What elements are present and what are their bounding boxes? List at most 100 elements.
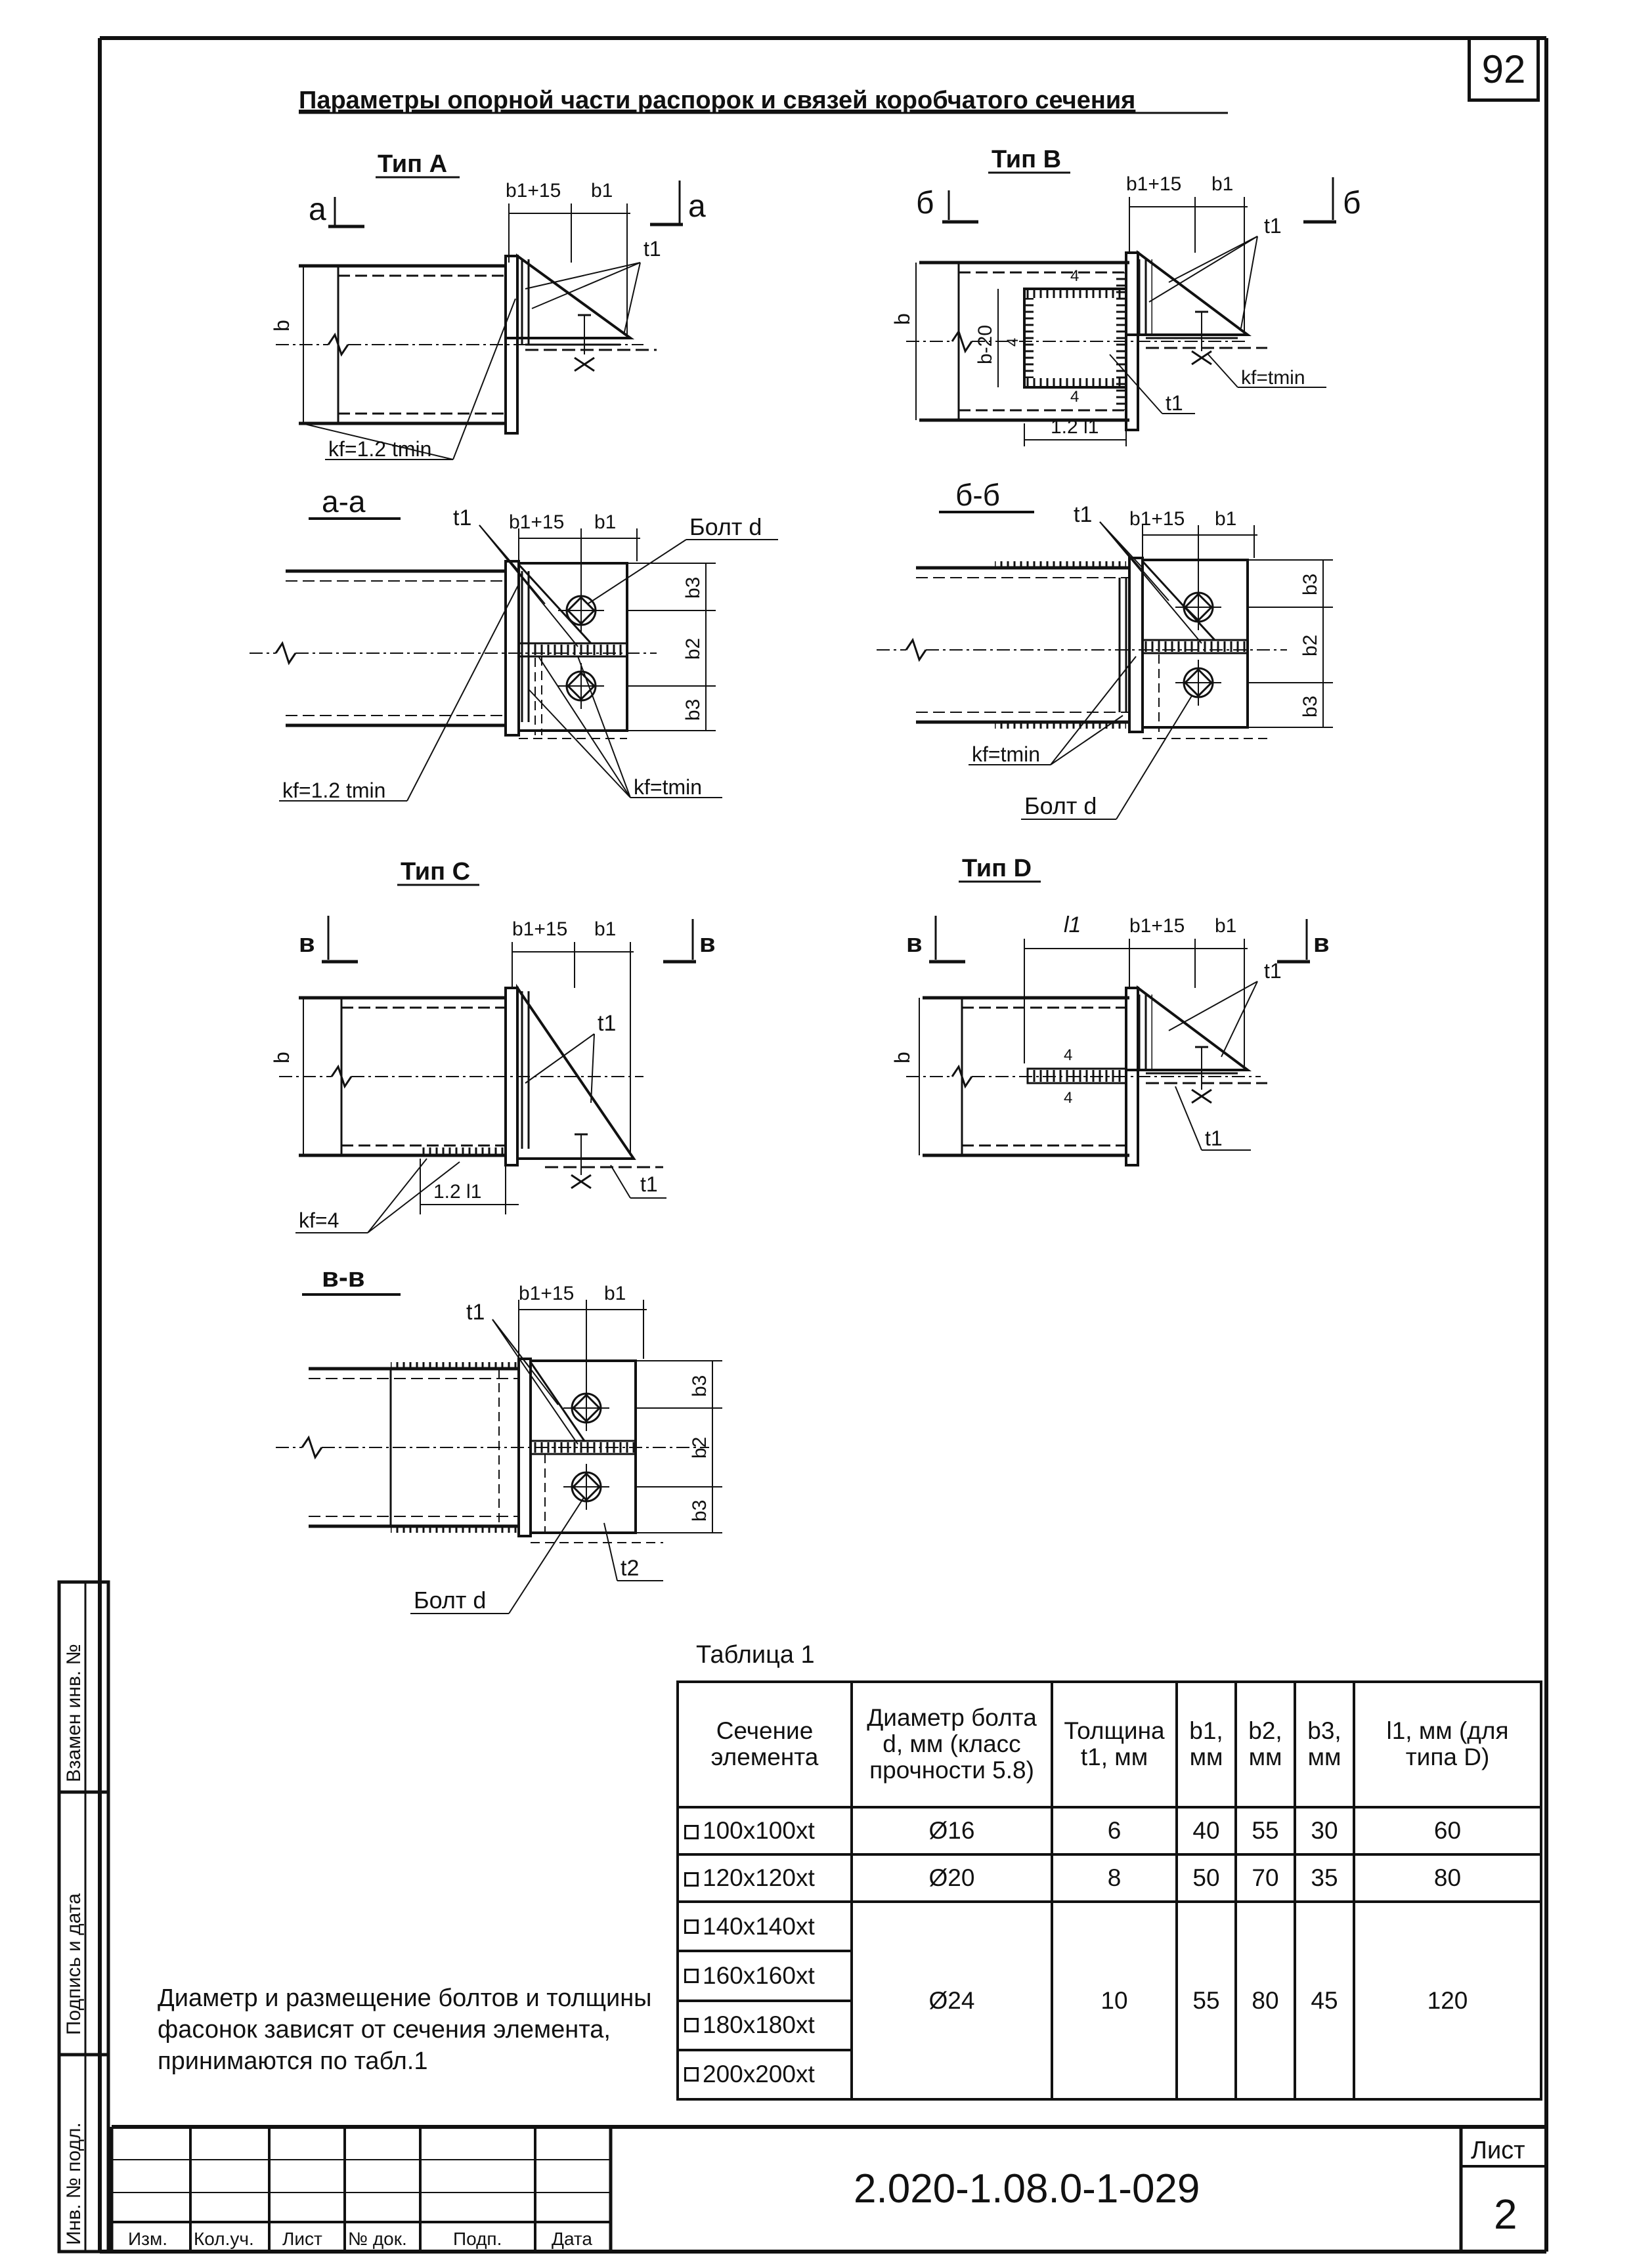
type-d-four-bottom: 4 (1064, 1089, 1072, 1107)
view-type-b: Тип В б б b b-20 4 4 4 (890, 146, 1361, 446)
type-c-dim-b1-15: b1+15 (512, 918, 567, 940)
section-bb-b2: b2 (1299, 635, 1321, 656)
stamp-signature-date: Подпись и дата (63, 1893, 85, 2035)
stamp-replaced-inv: Взамен инв. № (63, 1644, 85, 1782)
type-d-l1: l1 (1064, 912, 1081, 937)
table-caption: Таблица 1 (696, 1641, 815, 1669)
square-tube-icon (684, 1968, 699, 1983)
sheet-label: Лист (1471, 2137, 1525, 2164)
section-cell: 180x180xt (703, 2011, 815, 2039)
b3-cell: 30 (1294, 1805, 1355, 1856)
parameters-table: Сечение элемента Диаметр болта d, мм (кл… (676, 1680, 1542, 2101)
type-b-four-bottom: 4 (1070, 388, 1079, 406)
type-b-t1b: t1 (1166, 391, 1183, 415)
sheet-frame (98, 36, 1548, 2254)
l1-cell: 120 (1353, 1900, 1542, 2101)
section-aa-b2: b2 (682, 638, 704, 660)
type-c-dim-b1: b1 (594, 918, 616, 940)
section-aa-b3-bottom: b3 (682, 699, 704, 721)
square-tube-icon (684, 2018, 699, 2033)
section-bb-bolt-label: Болт d (1024, 792, 1097, 819)
bolt-cell: Ø16 (850, 1805, 1053, 1856)
type-c-t1b: t1 (640, 1172, 658, 1196)
th-b2: b2, мм (1234, 1680, 1296, 1808)
section-aa-bolt-top (558, 588, 604, 633)
type-a-title: Тип А (378, 150, 447, 178)
type-b-dim-b1: b1 (1211, 173, 1233, 195)
section-vv-bolt-label: Болт d (414, 1587, 486, 1614)
square-tube-icon (684, 1872, 699, 1887)
type-b-four-left: 4 (1004, 338, 1022, 347)
section-bb-bolt-top (1175, 584, 1221, 630)
type-d-mark-right: в (1313, 929, 1330, 958)
section-aa-t1: t1 (453, 505, 471, 530)
sheet-value: 2 (1494, 2191, 1517, 2238)
b1-cell: 40 (1175, 1805, 1237, 1856)
section-aa-bolt-bottom (558, 663, 604, 709)
page-title: Параметры опорной части распорок и связе… (299, 87, 1135, 114)
title-block: Изм. Кол.уч. Лист № док. Подп. Дата 2.02… (110, 2125, 1546, 2252)
l1-cell: 80 (1353, 1852, 1542, 1904)
section-aa-b3-top: b3 (682, 577, 704, 599)
b2-cell: 70 (1234, 1852, 1296, 1904)
section-aa-kf1: kf=1.2 tmin (282, 779, 385, 802)
l1-cell: 60 (1353, 1805, 1542, 1856)
stamp-original-inv: Инв. № подл. (63, 2122, 85, 2245)
section-cell: 120x120xt (703, 1864, 815, 1891)
section-aa-dim-b1: b1 (594, 511, 616, 533)
b3-cell: 45 (1294, 1900, 1355, 2101)
bolt-cell: Ø20 (850, 1852, 1053, 1904)
type-c-mark-right: в (699, 929, 716, 958)
table-row: 140x140xt 160x160xt 180x180xt 200x200xt … (676, 1900, 1542, 2101)
type-d-mark-left: в (906, 929, 923, 958)
view-type-c: Тип С в в b b1+15 b1 t1 1.2 l1 kf=4 (270, 858, 716, 1233)
page-number: 92 (1481, 47, 1526, 91)
tb-col-date: Дата (552, 2229, 592, 2249)
section-aa-kf2: kf=tmin (634, 775, 702, 799)
type-b-b: b (890, 313, 914, 325)
section-vv-dim-b1-15: b1+15 (519, 1283, 574, 1304)
section-bb-title: б-б (955, 478, 1000, 512)
type-b-dim-b1-15: b1+15 (1126, 173, 1181, 195)
square-tube-icon (684, 1824, 699, 1839)
view-section-aa: а-а b1+15 b1 (250, 484, 778, 802)
type-b-mark-left: б (916, 186, 934, 221)
section-aa-bolt-label: Болт d (689, 513, 762, 540)
b1-cell: 55 (1175, 1900, 1237, 2101)
type-b-title: Тип В (992, 146, 1061, 173)
th-bolt: Диаметр болта d, мм (класс прочности 5.8… (850, 1680, 1053, 1808)
tb-col-izm: Изм. (128, 2229, 167, 2249)
section-bb-kf: kf=tmin (972, 742, 1040, 766)
t1-cell: 10 (1051, 1900, 1178, 2101)
type-a-kf: kf=1.2 tmin (328, 437, 431, 461)
section-vv-t1: t1 (466, 1300, 485, 1325)
tb-col-kol: Кол.уч. (194, 2229, 254, 2249)
section-bb-b3-top: b3 (1299, 574, 1321, 595)
tb-col-list: Лист (282, 2229, 322, 2249)
type-c-len: 1.2 l1 (433, 1181, 481, 1203)
type-c-title: Тип С (401, 858, 470, 886)
tb-col-doc: № док. (348, 2229, 407, 2249)
section-cell: 100x100xt (703, 1816, 815, 1844)
type-d-t1b: t1 (1205, 1126, 1223, 1150)
th-thickness: Толщина t1, мм (1051, 1680, 1178, 1808)
section-vv-b3-bottom: b3 (689, 1500, 710, 1522)
section-vv-bolt-bottom (563, 1464, 609, 1510)
b2-cell: 80 (1234, 1900, 1296, 2101)
type-c-mark-left: в (299, 929, 315, 958)
type-c-t1: t1 (598, 1011, 616, 1036)
view-section-vv: в-в b1+15 b1 (276, 1262, 722, 1614)
type-d-dim-b1-15: b1+15 (1129, 915, 1185, 937)
t1-cell: 8 (1051, 1852, 1178, 1904)
bolt-cell: Ø24 (850, 1900, 1053, 2101)
section-vv-title: в-в (322, 1262, 365, 1293)
page-number-box: 92 (1468, 36, 1540, 102)
type-b-len: 1.2 l1 (1051, 416, 1099, 438)
type-a-mark-right: а (688, 189, 706, 224)
section-bb-b3-bottom: b3 (1299, 696, 1321, 717)
section-bb-bolt-bottom (1175, 660, 1221, 706)
section-aa-title: а-а (322, 484, 366, 519)
t1-cell: 6 (1051, 1805, 1178, 1856)
tb-col-podp: Подп. (453, 2229, 502, 2249)
